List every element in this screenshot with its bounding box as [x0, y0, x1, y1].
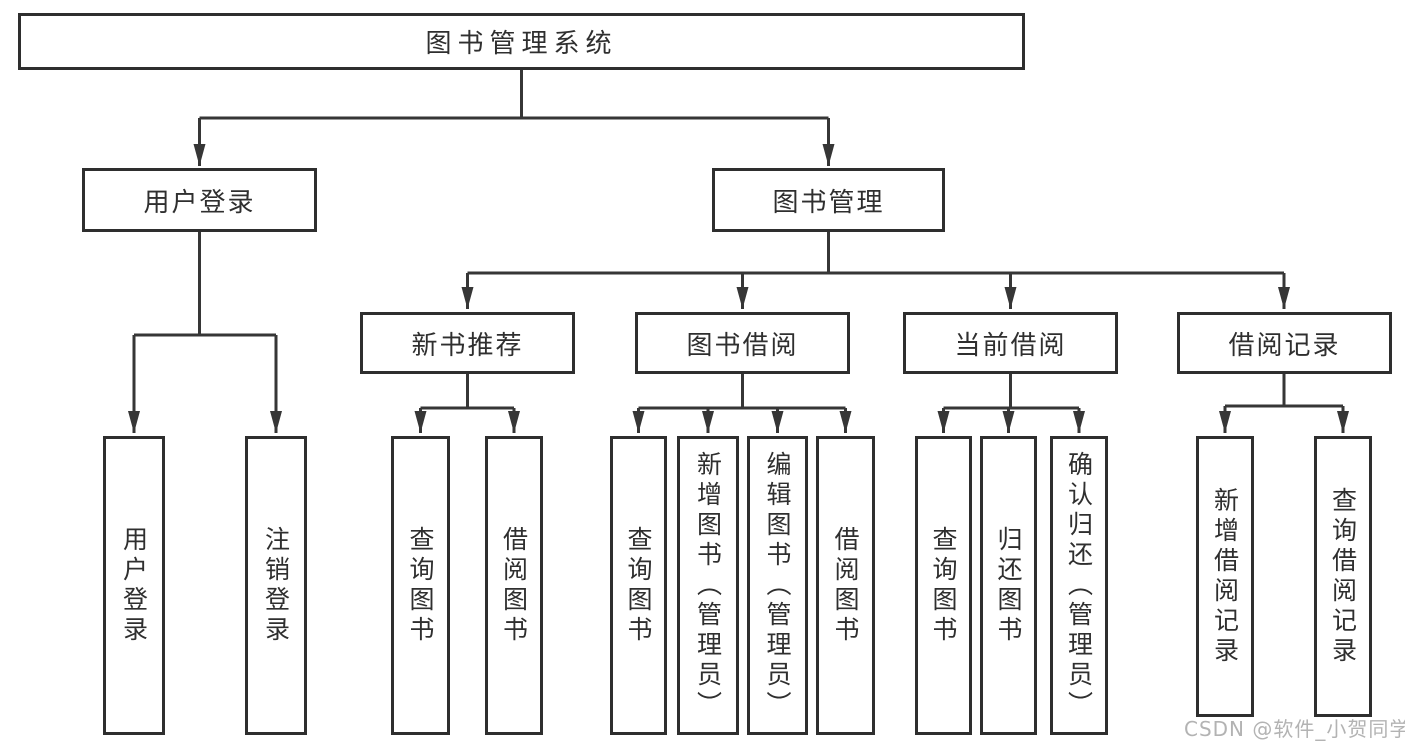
- leaf-cb-query-books: 查询图书: [915, 436, 972, 735]
- leaf-nbr-query-books: 查询图书: [391, 436, 450, 735]
- node-borrow-record: 借阅记录: [1177, 312, 1392, 374]
- node-current-borrow: 当前借阅: [903, 312, 1118, 374]
- leaf-user-login: 用户登录: [103, 436, 165, 735]
- csdn-watermark: CSDN @软件_小贺同学: [1184, 717, 1405, 741]
- leaf-logout: 注销登录: [245, 436, 307, 735]
- node-new-book-recommend: 新书推荐: [360, 312, 575, 374]
- leaf-bb-edit-book-admin: 编辑图书（管理员）: [747, 436, 808, 735]
- leaf-bb-query-books: 查询图书: [610, 436, 667, 735]
- node-book-management: 图书管理: [712, 168, 945, 232]
- leaf-cb-return-books: 归还图书: [980, 436, 1037, 735]
- leaf-cb-confirm-return-admin: 确认归还（管理员）: [1050, 436, 1108, 735]
- node-user-login: 用户登录: [82, 168, 317, 232]
- leaf-bb-add-book-admin: 新增图书（管理员）: [677, 436, 739, 735]
- leaf-br-query-record: 查询借阅记录: [1314, 436, 1372, 717]
- node-book-borrow: 图书借阅: [635, 312, 850, 374]
- leaf-bb-borrow-books: 借阅图书: [816, 436, 875, 735]
- node-root: 图书管理系统: [18, 13, 1025, 70]
- leaf-nbr-borrow-books: 借阅图书: [485, 436, 543, 735]
- leaf-br-add-record: 新增借阅记录: [1196, 436, 1254, 717]
